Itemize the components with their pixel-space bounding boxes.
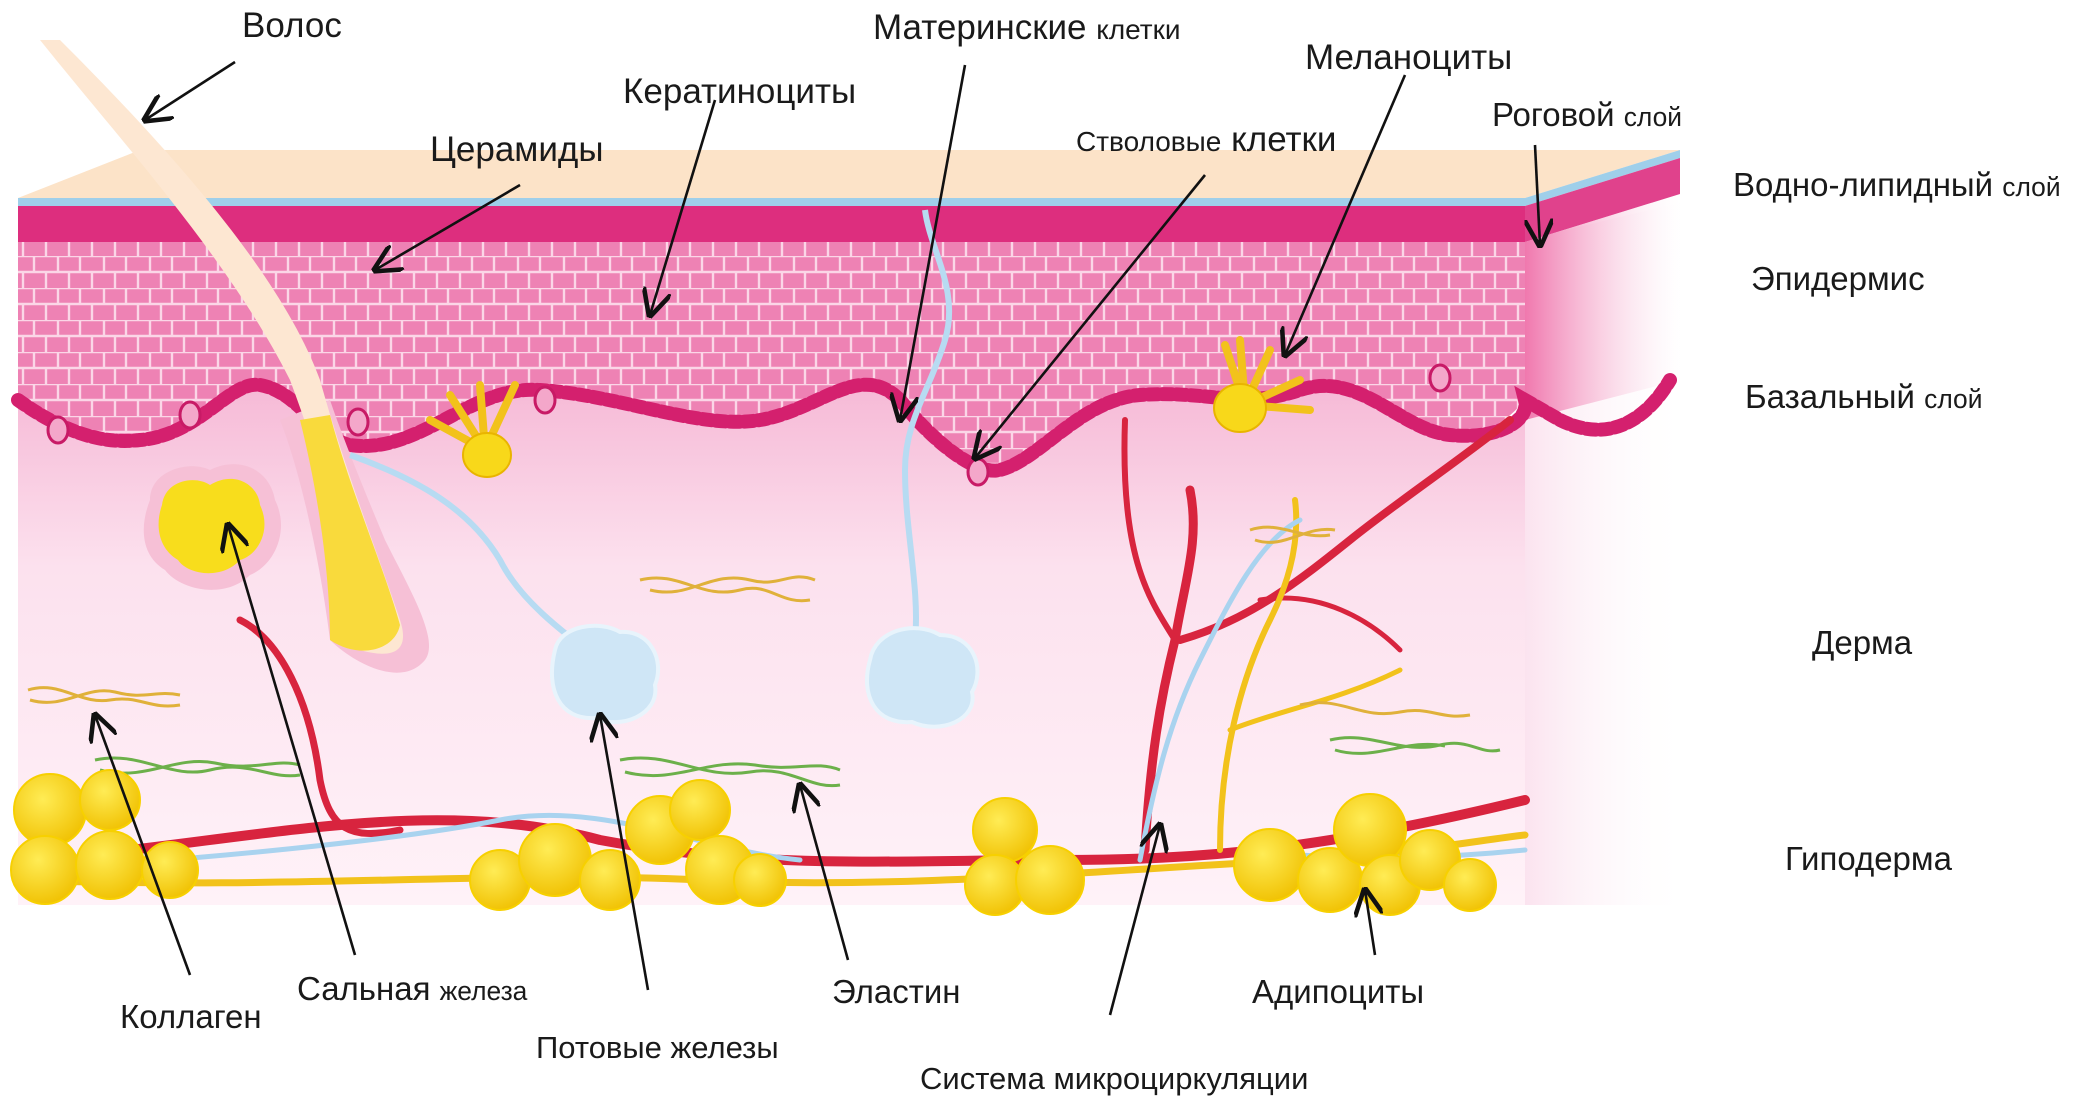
label-ceramides: Церамиды	[430, 132, 603, 167]
label-melanocytes: Меланоциты	[1305, 40, 1512, 75]
label-stratum-main: Роговой	[1492, 96, 1615, 133]
sweat-gland-left	[552, 626, 658, 722]
label-stem-main: Материнские	[873, 8, 1087, 47]
label-stem-cells: Стволовые клетки	[1076, 122, 1336, 157]
sweat-gland-right	[867, 628, 977, 727]
label-stem-cells-mother: Материнские клетки	[873, 10, 1181, 45]
label-stemcells-main: клетки	[1231, 120, 1336, 159]
label-microcirculation: Система микроциркуляции	[920, 1063, 1308, 1094]
label-stratum-corneum: Роговой слой	[1492, 98, 1682, 131]
layer-basal-small: слой	[1924, 384, 1982, 414]
label-stem-small: клетки	[1096, 14, 1180, 45]
label-collagen: Коллаген	[120, 1000, 262, 1033]
label-sebaceous-gland: Сальная железа	[297, 972, 527, 1005]
layer-water-lipid: Водно-липидный слой	[1733, 168, 2061, 201]
label-elastin: Эластин	[832, 975, 961, 1008]
label-stemcells-small: Стволовые	[1076, 126, 1221, 157]
layer-basal-main: Базальный	[1745, 378, 1915, 415]
horny-layer	[18, 206, 1525, 242]
skin-surface	[18, 150, 1680, 198]
label-hair: Волос	[242, 8, 342, 43]
dermis	[18, 385, 1526, 905]
label-stratum-small: слой	[1624, 102, 1682, 132]
label-sebaceous-main: Сальная	[297, 970, 430, 1007]
label-keratinocytes: Кератиноциты	[623, 74, 856, 109]
layer-dermis: Дерма	[1812, 626, 1912, 659]
label-sweat-glands: Потовые железы	[536, 1032, 779, 1063]
layer-epidermis: Эпидермис	[1751, 262, 1925, 295]
label-sebaceous-small: железа	[440, 976, 528, 1006]
layer-basal: Базальный слой	[1745, 380, 1982, 413]
layer-water-lipid-main: Водно-липидный	[1733, 166, 1993, 203]
layer-water-lipid-small: слой	[2002, 172, 2060, 202]
label-adipocytes: Адипоциты	[1252, 975, 1424, 1008]
layer-hypodermis: Гиподерма	[1785, 842, 1952, 875]
